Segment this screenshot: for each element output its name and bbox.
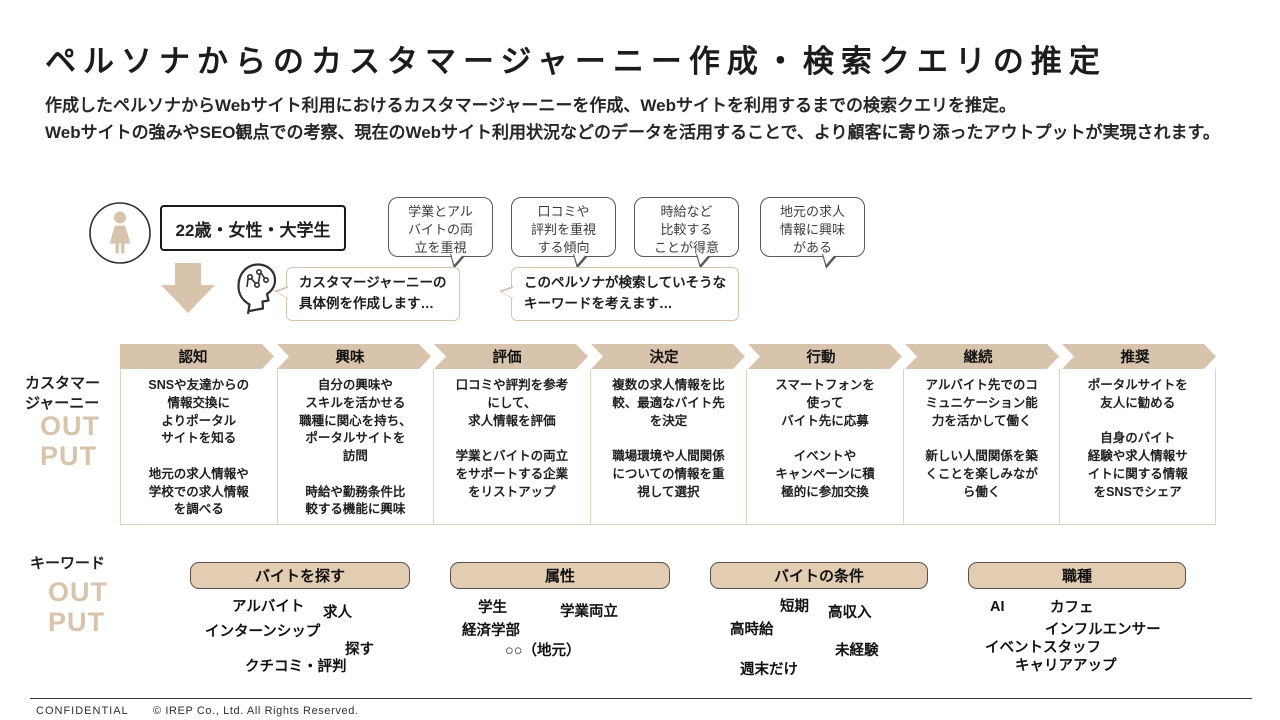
stage-label: 認知 <box>178 350 208 366</box>
footer-divider <box>30 698 1252 699</box>
page-title: ペルソナからのカスタマージャーニー作成・検索クエリの推定 <box>45 44 1107 79</box>
keyword: イベントスタッフ <box>985 640 1101 656</box>
stage-label: 決定 <box>649 350 679 366</box>
female-person-icon <box>88 201 152 265</box>
stage-chevron-advocacy: 推奨 <box>1062 344 1216 369</box>
keyword: 求人 <box>323 605 352 621</box>
journey-section-label: カスタマー ジャーニー <box>25 375 101 413</box>
keyword: 経済学部 <box>462 623 520 639</box>
down-arrow-icon <box>161 263 215 313</box>
keyword-output-label: OUT PUT <box>48 577 108 637</box>
keyword: キャリアアップ <box>1015 658 1117 674</box>
copyright-text: © IREP Co., Ltd. All Rights Reserved. <box>153 705 359 717</box>
trait-bubble-4: 地元の求人 情報に興味 がある <box>760 197 865 257</box>
journey-cell-interest: 自分の興味や スキルを活かせる 職種に関心を持ち、 ポータルサイトを 訪問 時給… <box>276 369 434 524</box>
keyword: 高時給 <box>730 622 774 638</box>
keyword-group-header: 属性 <box>450 562 670 589</box>
keyword: 学業両立 <box>560 604 618 620</box>
trait-bubble-3: 時給など 比較する ことが得意 <box>634 197 739 257</box>
journey-cell-awareness: SNSや友達からの 情報交換に よりポータル サイトを知る 地元の求人情報や 学… <box>120 369 277 524</box>
keyword-group-occupation: 職種 AI カフェ インフルエンサー イベントスタッフ キャリアアップ <box>968 562 1186 687</box>
keyword: アルバイト <box>232 599 305 615</box>
trait-bubble-2: 口コミや 評判を重視 する傾向 <box>511 197 616 257</box>
journey-cell-decision: 複数の求人情報を比 較、最適なバイト先 を決定 職場環境や人間関係 についての情… <box>589 369 747 524</box>
journey-cell-evaluation: 口コミや評判を参考 にして、 求人情報を評価 学業とバイトの両立 をサポートする… <box>433 369 590 524</box>
keyword-section-label: キーワード <box>30 555 106 572</box>
keyword-group-job-conditions: バイトの条件 短期 高収入 高時給 未経験 週末だけ <box>710 562 928 687</box>
keyword-group-attributes: 属性 学生 学業両立 経済学部 ○○（地元） <box>450 562 670 687</box>
keyword: AI <box>990 599 1005 615</box>
stage-chevron-interest: 興味 <box>277 344 431 369</box>
stage-chevron-action: 行動 <box>748 344 902 369</box>
keyword: 未経験 <box>835 643 879 659</box>
persona-label-box: 22歳・女性・大学生 <box>160 205 346 251</box>
journey-cell-retention: アルバイト先でのコ ミュニケーション能 力を活かして働く 新しい人間関係を築 く… <box>902 369 1060 524</box>
stage-chevron-evaluation: 評価 <box>434 344 588 369</box>
keyword-group-header: 職種 <box>968 562 1186 589</box>
keyword: 探す <box>345 642 374 658</box>
ai-brain-head-icon <box>226 256 280 318</box>
keyword-group-header: バイトの条件 <box>710 562 928 589</box>
keyword-group-header: バイトを探す <box>190 562 410 589</box>
keyword: 週末だけ <box>740 662 798 678</box>
keyword: ○○（地元） <box>505 643 581 659</box>
journey-table: SNSや友達からの 情報交換に よりポータル サイトを知る 地元の求人情報や 学… <box>120 369 1216 525</box>
keyword: 高収入 <box>828 605 872 621</box>
stage-label: 推奨 <box>1120 350 1150 366</box>
persona-label: 22歳・女性・大学生 <box>175 220 331 240</box>
stage-label: 評価 <box>492 350 522 366</box>
stage-chevron-retention: 継続 <box>905 344 1059 369</box>
stage-label: 継続 <box>963 350 993 366</box>
keyword: 学生 <box>478 600 507 616</box>
description-text: 作成したペルソナからWebサイト利用におけるカスタマージャーニーを作成、Webサ… <box>45 96 1220 143</box>
journey-output-label: OUT PUT <box>40 411 100 471</box>
stage-chevron-decision: 決定 <box>591 344 745 369</box>
keyword: クチコミ・評判 <box>245 659 347 675</box>
ai-bubble-keywords: このペルソナが検索していそうな キーワードを考えます… <box>498 267 740 321</box>
keyword: カフェ <box>1050 600 1094 616</box>
keyword-group-find-job: バイトを探す アルバイト 求人 インターンシップ 探す クチコミ・評判 <box>190 562 410 687</box>
trait-bubble-1: 学業とアル バイトの両 立を重視 <box>388 197 493 257</box>
stage-label: 興味 <box>335 350 365 366</box>
keyword: 短期 <box>780 599 809 615</box>
keyword: インフルエンサー <box>1045 622 1161 638</box>
stage-label: 行動 <box>806 350 836 366</box>
journey-stage-band: 認知 興味 評価 決定 行動 継続 推奨 <box>120 344 1216 369</box>
keyword: インターンシップ <box>205 624 321 640</box>
journey-cell-action: スマートフォンを 使って バイト先に応募 イベントや キャンペーンに積 極的に参… <box>746 369 903 524</box>
stage-chevron-awareness: 認知 <box>120 344 274 369</box>
ai-bubble-journey: カスタマージャーニーの 具体例を作成します… <box>274 267 460 321</box>
journey-cell-advocacy: ポータルサイトを 友人に勧める 自身のバイト 経験や求人情報サ イトに関する情報… <box>1059 369 1216 524</box>
confidential-label: CONFIDENTIAL <box>36 705 129 717</box>
